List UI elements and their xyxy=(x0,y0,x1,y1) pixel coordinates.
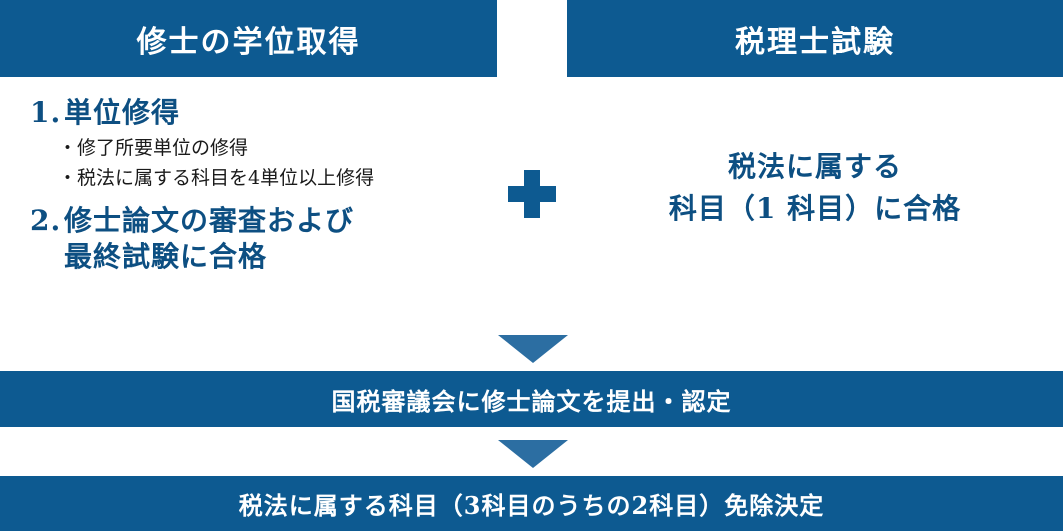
header-masters-degree: 修士の学位取得 xyxy=(0,0,497,77)
down-arrow-icon xyxy=(498,335,568,363)
header-tax-exam: 税理士試験 xyxy=(567,0,1063,77)
item-title: 単位修得 xyxy=(64,96,181,129)
down-arrow-icon xyxy=(498,440,568,468)
item-credits: 1.単位修得 xyxy=(30,95,500,131)
tax-exam-requirement: 税法に属する 科目（1 科目）に合格 xyxy=(567,146,1063,230)
sub-item: ・修了所要単位の修得 xyxy=(58,137,249,159)
item-title-line1: 修士論文の審査および xyxy=(64,204,355,237)
item-number: 1. xyxy=(30,96,62,129)
item-title-line2: 最終試験に合格 xyxy=(64,240,268,273)
item-thesis: 2.修士論文の審査および 最終試験に合格 xyxy=(30,203,500,275)
requirement-line1: 税法に属する xyxy=(727,150,902,183)
sub-list: ・修了所要単位の修得 ・税法に属する科目を4単位以上修得 xyxy=(30,133,500,193)
flow-step-exemption: 税法に属する科目（3科目のうちの2科目）免除決定 xyxy=(0,476,1063,531)
flow-step-submission: 国税審議会に修士論文を提出・認定 xyxy=(0,371,1063,427)
degree-requirements: 1.単位修得 ・修了所要単位の修得 ・税法に属する科目を4単位以上修得 2.修士… xyxy=(30,95,500,275)
plus-icon xyxy=(508,170,556,218)
requirement-line2: 科目（1 科目）に合格 xyxy=(668,192,962,225)
sub-item: ・税法に属する科目を4単位以上修得 xyxy=(58,167,375,189)
item-number: 2. xyxy=(30,204,62,237)
